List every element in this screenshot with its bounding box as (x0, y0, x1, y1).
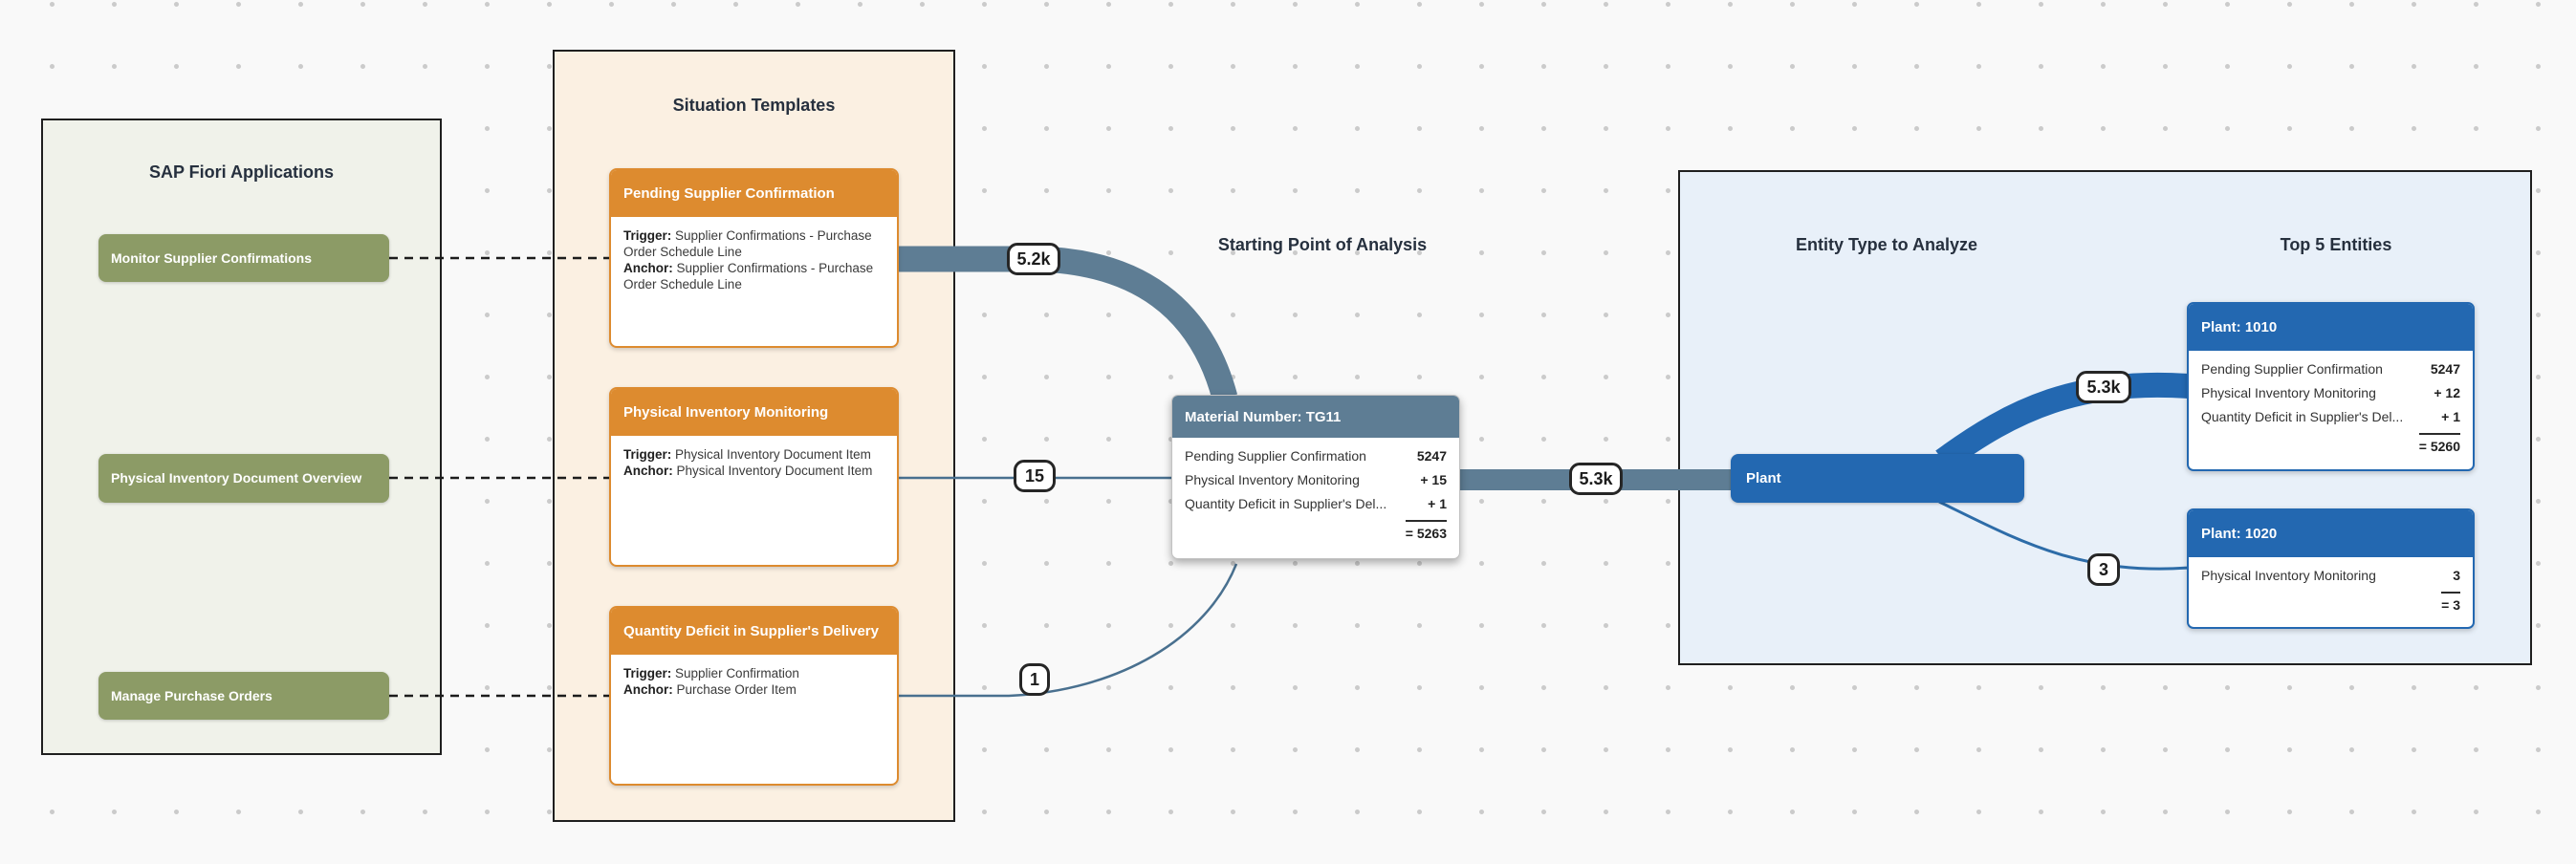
template-card-header: Pending Supplier Confirmation (611, 170, 897, 217)
material-number-node[interactable]: Material Number: TG11 Pending Supplier C… (1171, 395, 1460, 559)
row-value: 5247 (2430, 361, 2460, 377)
top-entities-title: Top 5 Entities (2280, 235, 2392, 254)
plant-entity-node[interactable]: Plant (1731, 454, 2024, 503)
flow-plant-to-1010 (1935, 372, 2190, 471)
app-button-label: Manage Purchase Orders (111, 687, 273, 703)
starting-point-title: Starting Point of Analysis (1217, 235, 1428, 254)
plant-node-label: Plant (1746, 470, 1781, 486)
entity-card-body: Physical Inventory Monitoring 3 = 3 (2189, 557, 2473, 620)
app-button-label: Monitor Supplier Confirmations (111, 249, 312, 266)
row-label: Physical Inventory Monitoring (2201, 568, 2376, 583)
edge-label-5-2k: 5.2k (1007, 243, 1060, 275)
node-total: = 3 (2441, 592, 2460, 613)
edge-label-5-3k-mid: 5.3k (1569, 463, 1623, 495)
entity-card-body: Pending Supplier Confirmation 5247 Physi… (2189, 351, 2473, 462)
template-anchor: Anchor: Purchase Order Item (623, 682, 797, 697)
template-card-body: Trigger: Supplier Confirmation Anchor: P… (611, 655, 897, 708)
node-row: Pending Supplier Confirmation 5247 (1185, 448, 1447, 464)
entity-type-title: Entity Type to Analyze (1795, 235, 1978, 254)
template-anchor: Anchor: Supplier Confirmations - Purchas… (623, 261, 874, 292)
app-button-monitor-supplier-confirmations[interactable]: Monitor Supplier Confirmations (98, 234, 389, 282)
template-card-body: Trigger: Supplier Confirmations - Purcha… (611, 217, 897, 303)
template-card-body: Trigger: Physical Inventory Document Ite… (611, 436, 897, 489)
node-row: Quantity Deficit in Supplier's Del... + … (2201, 409, 2460, 425)
app-button-manage-purchase-orders[interactable]: Manage Purchase Orders (98, 672, 389, 720)
edge-label-15: 15 (1014, 460, 1056, 492)
row-value: 5247 (1416, 448, 1447, 464)
template-card-pending-supplier-confirmation[interactable]: Pending Supplier Confirmation Trigger: S… (609, 168, 899, 348)
template-trigger: Trigger: Supplier Confirmation (623, 666, 799, 680)
entity-card-header: Plant: 1020 (2189, 510, 2473, 557)
row-value: + 12 (2434, 385, 2460, 400)
node-row: Pending Supplier Confirmation 5247 (2201, 361, 2460, 378)
row-label: Quantity Deficit in Supplier's Del... (2201, 409, 2404, 424)
template-anchor: Anchor: Physical Inventory Document Item (623, 464, 873, 478)
template-card-header: Quantity Deficit in Supplier's Delivery (611, 608, 897, 655)
node-row: Physical Inventory Monitoring + 15 (1185, 472, 1447, 488)
node-row: Physical Inventory Monitoring + 12 (2201, 385, 2460, 401)
node-row: Quantity Deficit in Supplier's Del... + … (1185, 496, 1447, 512)
fiori-panel-title: SAP Fiori Applications (148, 162, 335, 182)
edge-label-3: 3 (2087, 553, 2120, 586)
node-total: = 5260 (2418, 433, 2460, 454)
row-value: 3 (2453, 568, 2460, 583)
material-node-header: Material Number: TG11 (1172, 396, 1459, 438)
row-value: + 1 (1428, 496, 1447, 511)
app-button-label: Physical Inventory Document Overview (111, 470, 362, 486)
template-trigger: Trigger: Supplier Confirmations - Purcha… (623, 228, 872, 259)
app-button-physical-inventory-document-overview[interactable]: Physical Inventory Document Overview (98, 454, 389, 503)
row-value: + 1 (2441, 409, 2460, 424)
edge-label-5-3k-right: 5.3k (2076, 371, 2131, 403)
row-label: Quantity Deficit in Supplier's Del... (1185, 496, 1387, 511)
entity-card-plant-1010[interactable]: Plant: 1010 Pending Supplier Confirmatio… (2187, 302, 2475, 471)
node-row: Physical Inventory Monitoring 3 (2201, 568, 2460, 584)
template-card-quantity-deficit[interactable]: Quantity Deficit in Supplier's Delivery … (609, 606, 899, 786)
template-card-header: Physical Inventory Monitoring (611, 389, 897, 436)
entity-card-header: Plant: 1010 (2189, 304, 2473, 351)
flow-pending-to-node (899, 246, 1238, 401)
entity-card-plant-1020[interactable]: Plant: 1020 Physical Inventory Monitorin… (2187, 508, 2475, 629)
row-label: Physical Inventory Monitoring (1185, 472, 1360, 487)
template-card-physical-inventory-monitoring[interactable]: Physical Inventory Monitoring Trigger: P… (609, 387, 899, 567)
flow-plant-to-1020 (1938, 500, 2190, 571)
row-value: + 15 (1420, 472, 1447, 487)
row-label: Physical Inventory Monitoring (2201, 385, 2376, 400)
template-trigger: Trigger: Physical Inventory Document Ite… (623, 447, 871, 462)
edge-label-1: 1 (1019, 663, 1050, 696)
row-label: Pending Supplier Confirmation (1185, 448, 1366, 464)
row-label: Pending Supplier Confirmation (2201, 361, 2383, 377)
fiori-applications-panel (41, 119, 442, 755)
templates-panel-title: Situation Templates (672, 96, 836, 115)
flow-quantity-to-node (899, 563, 1238, 698)
node-total: = 5263 (1405, 520, 1447, 541)
material-node-body: Pending Supplier Confirmation 5247 Physi… (1172, 438, 1459, 549)
